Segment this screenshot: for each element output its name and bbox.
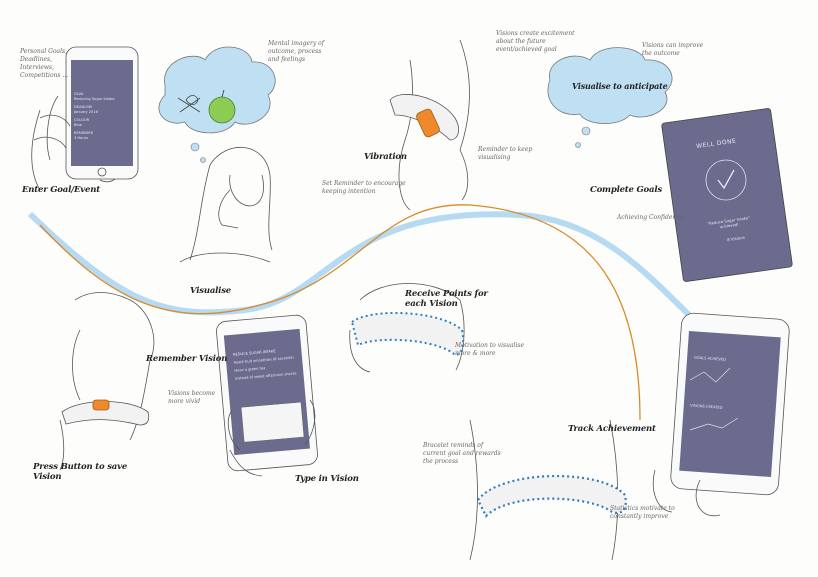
well-done-card-sketch <box>661 108 793 282</box>
note-bracelet-reminds: Bracelet reminds of current goal and rew… <box>423 442 501 465</box>
note-achieving-confidence: Achieving Confidence <box>617 214 684 221</box>
note-visions-improve: Visions can improve the outcome <box>642 42 704 57</box>
step-vibration: Vibration <box>364 152 407 162</box>
step-type-vision: Type in Vision <box>295 474 359 484</box>
journey-path-blue <box>27 211 723 348</box>
step-enter-goal: Enter Goal/Event <box>22 185 100 195</box>
step-visualise: Visualise <box>190 286 231 296</box>
note-personal-goals: Personal Goals, Deadlines, Interviews, C… <box>20 48 69 79</box>
step-visualise-anticipate: Visualise to anticipate <box>572 81 668 91</box>
reminder-label: REMINDER <box>74 131 94 135</box>
thought-cloud-anticipate <box>547 47 673 148</box>
note-visions-excitement: Visions create excitement about the futu… <box>496 30 575 53</box>
deadline-label: DEADLINE <box>74 105 93 109</box>
visualise-sketch <box>179 146 273 263</box>
note-statistics: Statistics motivate to constantly improv… <box>610 505 675 520</box>
wrist-vibration-sketch <box>389 39 470 211</box>
goal-label: GOAL <box>74 92 85 96</box>
arm-track-sketch <box>469 419 627 561</box>
note-motivation: Motivation to visualise more & more <box>455 342 524 357</box>
reminder-value[interactable]: 3 Hours <box>74 136 88 140</box>
press-button-sketch <box>59 292 155 471</box>
note-visions-vivid: Visions become more vivid <box>168 390 216 405</box>
phone-goal-sketch <box>31 46 139 191</box>
step-press-button: Press Button to save Vision <box>33 462 128 482</box>
colour-value[interactable]: Blue <box>74 123 82 127</box>
deadline-value[interactable]: January 2016 <box>74 110 98 114</box>
step-track-achievement: Track Achievement <box>568 424 656 434</box>
phone-goal-screen: GOAL Reducing Sugar Intake DEADLINE Janu… <box>74 92 130 141</box>
colour-label: COLOUR <box>74 118 90 122</box>
thought-cloud-apple <box>158 46 276 163</box>
arm-points-sketch <box>349 283 465 373</box>
step-complete-goals: Complete Goals <box>590 185 662 195</box>
step-remember-vision: Remember Vision <box>146 354 228 364</box>
goal-value[interactable]: Reducing Sugar Intake <box>74 97 115 101</box>
phone-vision-screen: REDUCE SUGAR INTAKE Avoid fruit smoothie… <box>233 347 299 381</box>
note-reminder-keep: Reminder to keep visualising <box>478 146 533 161</box>
phone-stats-sketch <box>652 312 790 517</box>
note-mental-imagery: Mental imagery of outcome, process and f… <box>268 40 324 63</box>
step-receive-points: Receive Points for each Vision <box>405 289 488 309</box>
journey-path-orange <box>39 204 641 421</box>
note-set-reminder: Set Reminder to encourage keeping intent… <box>322 180 406 195</box>
phone-typing-sketch <box>216 314 318 477</box>
